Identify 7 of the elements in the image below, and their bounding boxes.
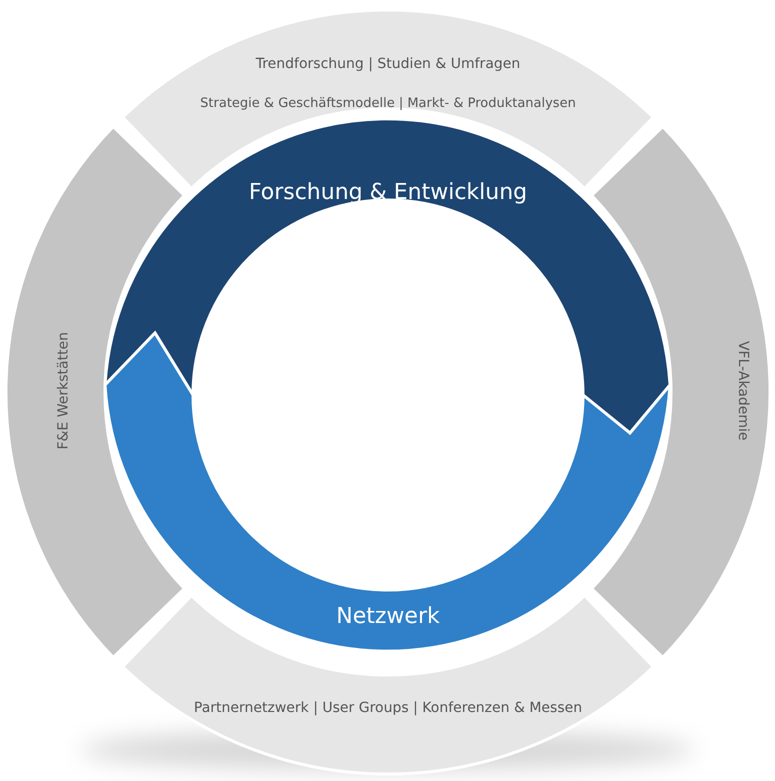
ring-title: Netzwerk: [335, 603, 441, 630]
ring-title: Forschung & Entwicklung: [248, 179, 528, 206]
segment-text: F&E Werkstätten: [55, 330, 72, 452]
segment-text: Partnernetzwerk | User Groups | Konferenzen & Messen: [192, 700, 584, 718]
segment-text: Trendforschung | Studien & Umfragen: [254, 56, 522, 74]
segment-text: VFL-Akademie: [734, 340, 751, 443]
segment-text: Strategie & Geschäftsmodelle | Markt- & Produktanalysen: [199, 96, 577, 112]
